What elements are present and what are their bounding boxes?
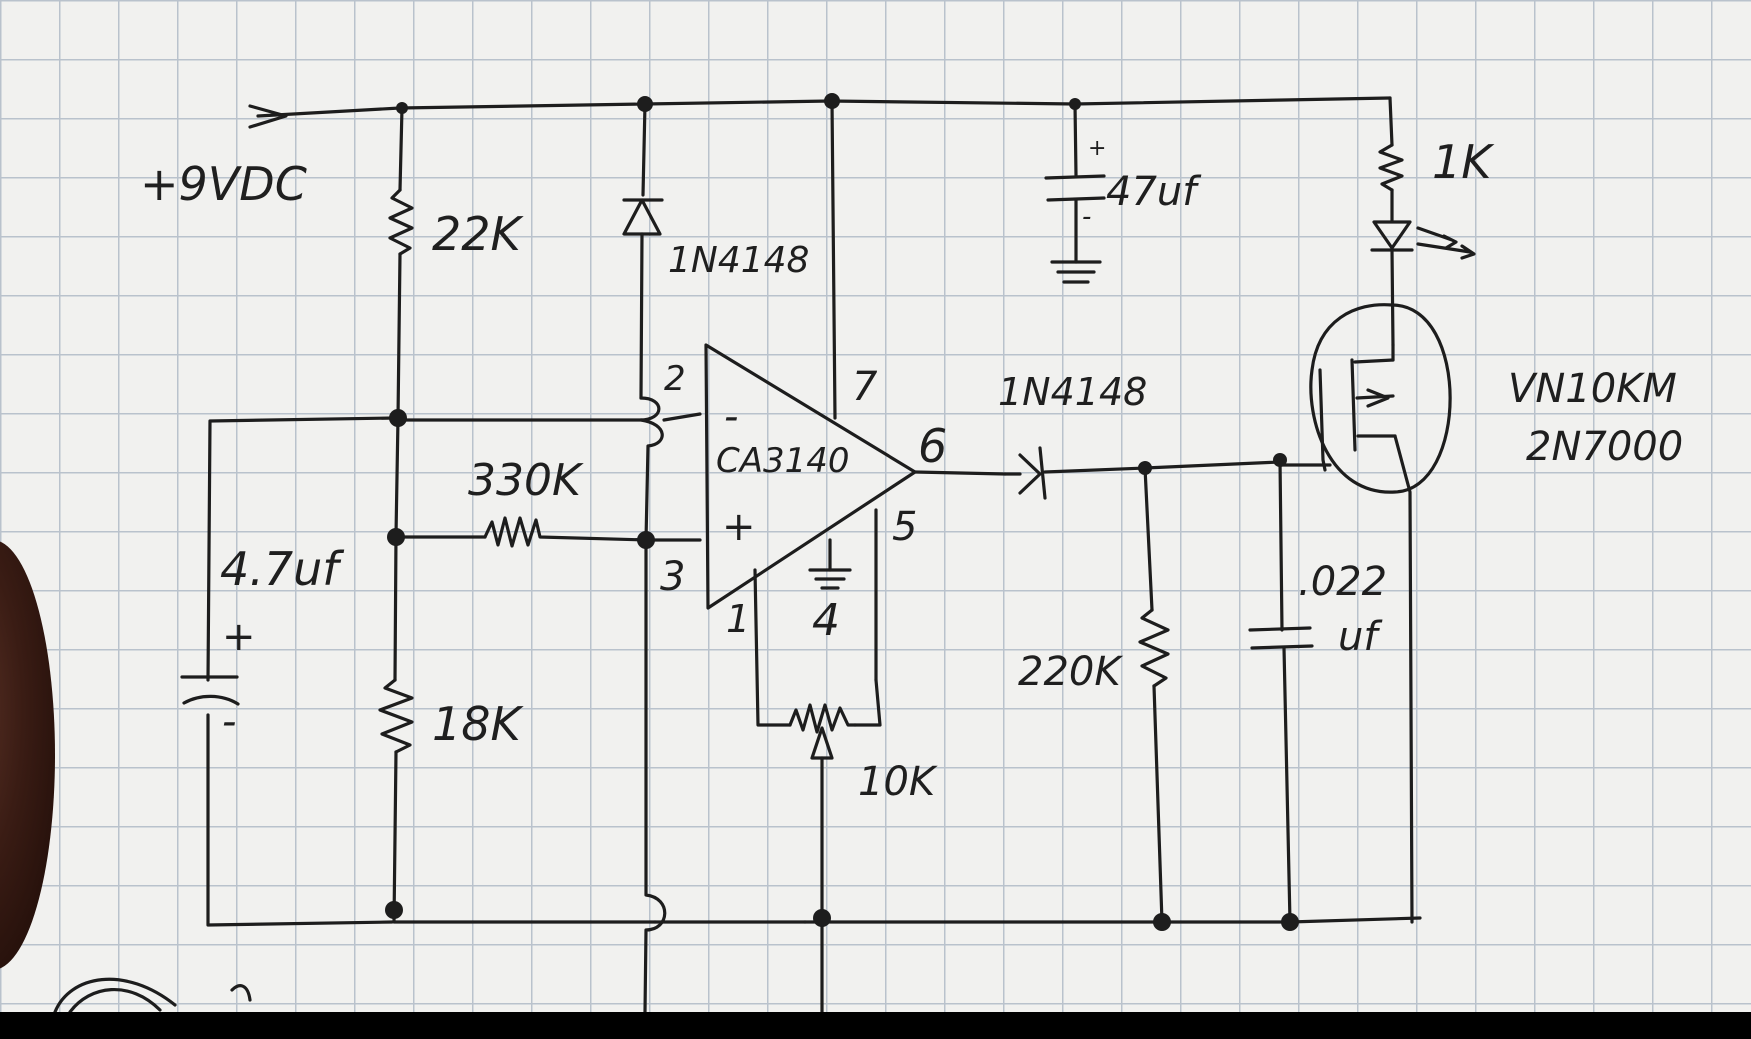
capacitor-022uf [1248, 458, 1314, 924]
partial-doodle [53, 977, 252, 1012]
pin4-label: 4 [812, 595, 840, 646]
pin7-label: 7 [852, 364, 878, 410]
mosfet-label-2: 2N7000 [1526, 424, 1683, 470]
pin5-label: 5 [892, 504, 917, 550]
mosfet [1278, 303, 1452, 924]
diode-column [396, 102, 807, 1012]
c-out-unit: uf [1338, 614, 1383, 660]
c-bulk-plus: + [1088, 136, 1106, 161]
potentiometer-10k [788, 703, 857, 1012]
opamp-ca3140 [704, 99, 1007, 727]
pin1-label: 1 [726, 597, 750, 641]
diode-out-label: 1N4148 [998, 370, 1147, 414]
resistor-220k [1138, 466, 1170, 924]
junction-dots [385, 93, 1299, 931]
c-timing-label: 4.7uf [220, 542, 344, 596]
pin2-label: 2 [664, 359, 686, 399]
c-bulk-label: 47uf [1106, 169, 1202, 215]
led-branch [1370, 143, 1476, 347]
mosfet-label-1: VN10KM [1508, 366, 1677, 412]
c-timing-plus: + [222, 614, 256, 660]
timing-capacitor-loop [180, 416, 397, 927]
capacitor-47uf [1044, 102, 1106, 284]
supply-label: +9VDC [140, 157, 307, 211]
r-out-label: 220K [1018, 649, 1123, 695]
r-feedback-label: 330K [468, 455, 584, 506]
pin6-label: 6 [918, 419, 947, 473]
c-timing-minus: - [222, 699, 236, 745]
bottom-black-bar [0, 1012, 1751, 1039]
pin3-label: 3 [660, 554, 685, 600]
ground-rail [803, 916, 1422, 924]
circuit-schematic: +9VDC 22K 18K 330K 4.7uf + - 1N4148 1N41… [53, 93, 1683, 1012]
supply-rail [248, 96, 1394, 147]
opamp-plus-sign: + [722, 504, 756, 550]
r-led-label: 1K [1432, 135, 1495, 189]
r-bottom-label: 18K [432, 697, 525, 751]
opamp-label: CA3140 [716, 441, 850, 481]
c-bulk-minus: - [1082, 202, 1091, 232]
divider-column [378, 106, 657, 924]
feedback-resistor [394, 516, 650, 548]
labels: +9VDC 22K 18K 330K 4.7uf + - 1N4148 1N41… [140, 135, 1683, 805]
r-top-label: 22K [432, 207, 525, 261]
diode-top-label: 1N4148 [668, 240, 809, 281]
graph-paper-sheet: +9VDC 22K 18K 330K 4.7uf + - 1N4148 1N41… [0, 0, 1751, 1012]
opamp-minus-sign: - [724, 394, 738, 440]
pot-label: 10K [858, 759, 938, 805]
c-out-value: .022 [1298, 559, 1387, 605]
